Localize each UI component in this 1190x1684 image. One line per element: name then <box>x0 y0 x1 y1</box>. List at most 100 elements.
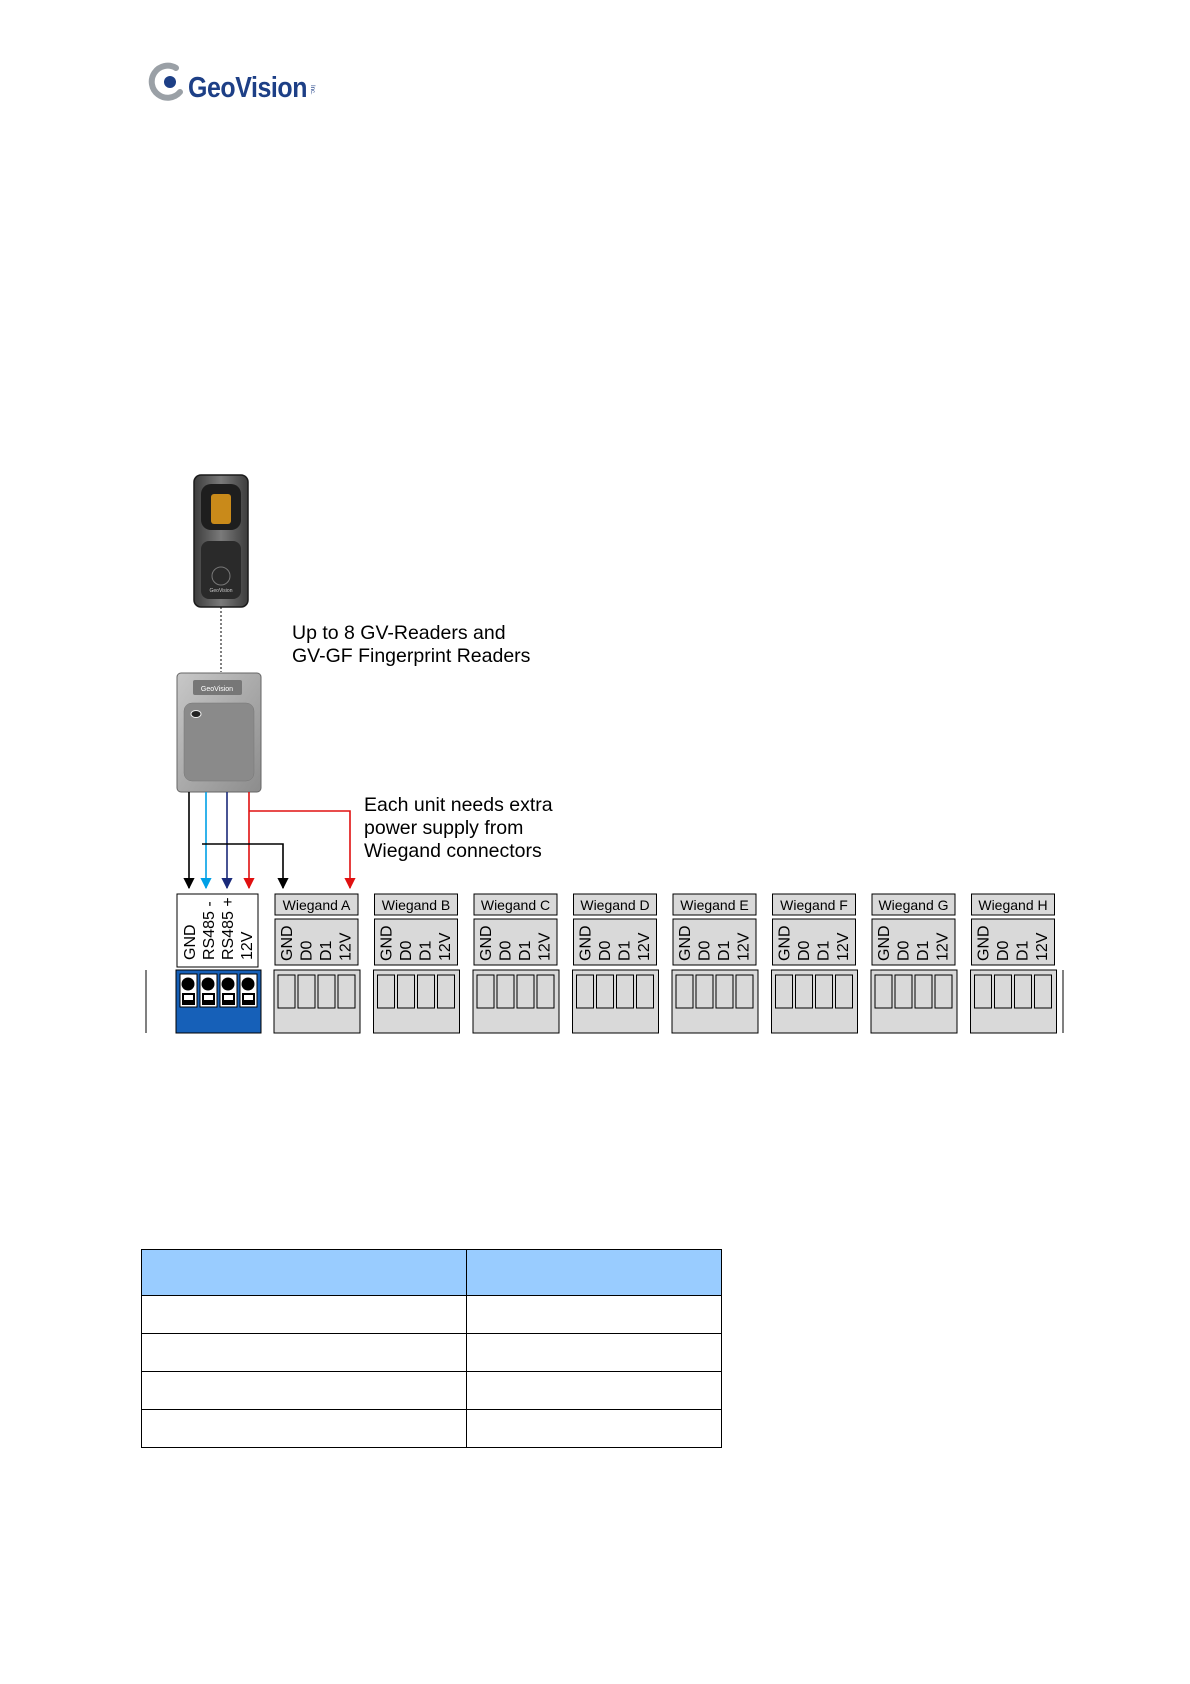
wiegand-title-box <box>374 893 458 916</box>
rs485-pin-label: RS485 - <box>201 901 218 960</box>
wiegand-terminal-slot <box>317 974 336 1009</box>
wires <box>183 792 356 890</box>
wiegand-pin-box <box>374 918 458 966</box>
wiegand-pin-box <box>672 918 757 966</box>
wiegand-terminal-slot <box>914 974 933 1009</box>
wiegand-pin-box <box>473 918 558 966</box>
wiegand-pin-label: D0 <box>597 940 614 961</box>
wiegand-terminal-slot <box>795 974 813 1009</box>
wiegand-pin-label: D1 <box>418 940 435 961</box>
rs485-pin-label: RS485 + <box>220 897 237 960</box>
wiegand-terminal-slot <box>516 974 535 1009</box>
wiegand-pin-label: D0 <box>896 940 913 961</box>
wiegand-pin-label: D0 <box>697 940 714 961</box>
wiegand-pin-label: D1 <box>1015 940 1032 961</box>
table-cell <box>140 1333 468 1372</box>
wiegand-pin-label: 12V <box>636 932 653 961</box>
logo-suffix: Inc. <box>309 85 315 95</box>
table-row <box>140 1371 722 1410</box>
wiegand-terminal-slot <box>775 974 793 1009</box>
wiegand-terminal-slot <box>277 974 296 1009</box>
rs485-pin-label: GND <box>182 924 199 960</box>
wiegand-pin-box <box>274 918 359 966</box>
wiegand-terminal-slot <box>297 974 316 1009</box>
wiegand-terminal-slot <box>417 974 435 1009</box>
wiegand-terminal-slot <box>536 974 555 1009</box>
wiegand-port-label: Wiegand C <box>481 897 550 913</box>
wiegand-pin-label: 12V <box>437 932 454 961</box>
note-power-line: power supply from <box>364 817 524 839</box>
wiegand-pin-label: D1 <box>716 940 733 961</box>
wiegand-terminal-slot <box>974 974 992 1009</box>
geovision-swirl-icon <box>148 62 183 101</box>
wiegand-title-box <box>672 893 757 916</box>
wiegand-title-box <box>772 893 856 916</box>
note-power-line: Wiegand connectors <box>364 840 542 862</box>
note-power-line: Each unit needs extra <box>364 794 553 816</box>
wiegand-pin-box <box>871 918 956 966</box>
wiegand-pin-label: D0 <box>796 940 813 961</box>
rs485-screw-terminals <box>179 973 258 1008</box>
table-cell <box>140 1371 468 1410</box>
wiegand-pin-label: GND <box>777 925 794 961</box>
wiegand-port-label: Wiegand H <box>978 897 1047 913</box>
wiegand-pin-label: 12V <box>935 932 952 961</box>
wiegand-terminal-slot <box>815 974 833 1009</box>
geovision-logo: GeoVision Inc. <box>146 62 326 108</box>
wiegand-pin-label: 12V <box>1034 932 1051 961</box>
wiegand-terminal-slot <box>835 974 853 1009</box>
wiegand-title-box <box>473 893 558 916</box>
wiegand-port-label: Wiegand F <box>780 897 848 913</box>
wiegand-pin-label: GND <box>478 925 495 961</box>
note-readers: Up to 8 GV-Readers and GV-GF Fingerprint… <box>292 622 530 668</box>
table-cell <box>140 1295 468 1334</box>
wiegand-terminal-slot <box>476 974 495 1009</box>
wiegand-pin-label: D0 <box>398 940 415 961</box>
table-header-cell <box>140 1249 468 1296</box>
wiegand-terminal-slot <box>616 974 634 1009</box>
wiegand-pin-label: GND <box>876 925 893 961</box>
wiegand-terminal-slot <box>894 974 913 1009</box>
wire-gnd-wiegand <box>202 843 289 890</box>
wiegand-title-box <box>274 893 359 916</box>
wiegand-pin-label: GND <box>578 925 595 961</box>
table-cell <box>466 1371 722 1410</box>
table-row <box>140 1409 722 1448</box>
wiegand-title-box <box>871 893 956 916</box>
logo-text: GeoVision <box>188 72 308 104</box>
table-cell <box>466 1333 722 1372</box>
wiegand-pin-label: D1 <box>517 940 534 961</box>
wiegand-pin-label: D0 <box>299 940 316 961</box>
rs485-pin-label: 12V <box>239 931 256 960</box>
wiegand-terminal-slot <box>695 974 714 1009</box>
wiegand-terminal-slot <box>596 974 614 1009</box>
wiegand-pin-label: 12V <box>736 932 753 961</box>
rs485-connector: GND RS485 - RS485 + 12V <box>175 893 262 1034</box>
wiegand-pin-label: GND <box>976 925 993 961</box>
wiegand-pin-label: 12V <box>537 932 554 961</box>
wiegand-title-box <box>573 893 657 916</box>
wiegand-terminal-slot <box>675 974 694 1009</box>
wiegand-title-box <box>971 893 1055 916</box>
wiegand-terminal-slot <box>397 974 415 1009</box>
wiegand-pin-label: D1 <box>617 940 634 961</box>
spec-table-wrap <box>140 1249 722 1448</box>
wiegand-terminal-slot <box>1014 974 1032 1009</box>
wiegand-pin-label: D1 <box>915 940 932 961</box>
wiegand-pin-box <box>772 918 856 966</box>
wiegand-terminal-slot <box>496 974 515 1009</box>
wiegand-pin-label: D0 <box>995 940 1012 961</box>
wiegand-terminal-slot <box>337 974 356 1009</box>
table-header-row <box>140 1249 722 1296</box>
wiegand-port-label: Wiegand E <box>680 897 748 913</box>
wiegand-port-label: Wiegand A <box>283 897 351 913</box>
wiegand-pin-label: GND <box>677 925 694 961</box>
